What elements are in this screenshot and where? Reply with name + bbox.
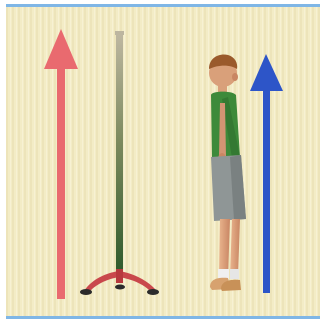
- scene-svg: [6, 7, 320, 316]
- illustration-panel: [6, 4, 320, 319]
